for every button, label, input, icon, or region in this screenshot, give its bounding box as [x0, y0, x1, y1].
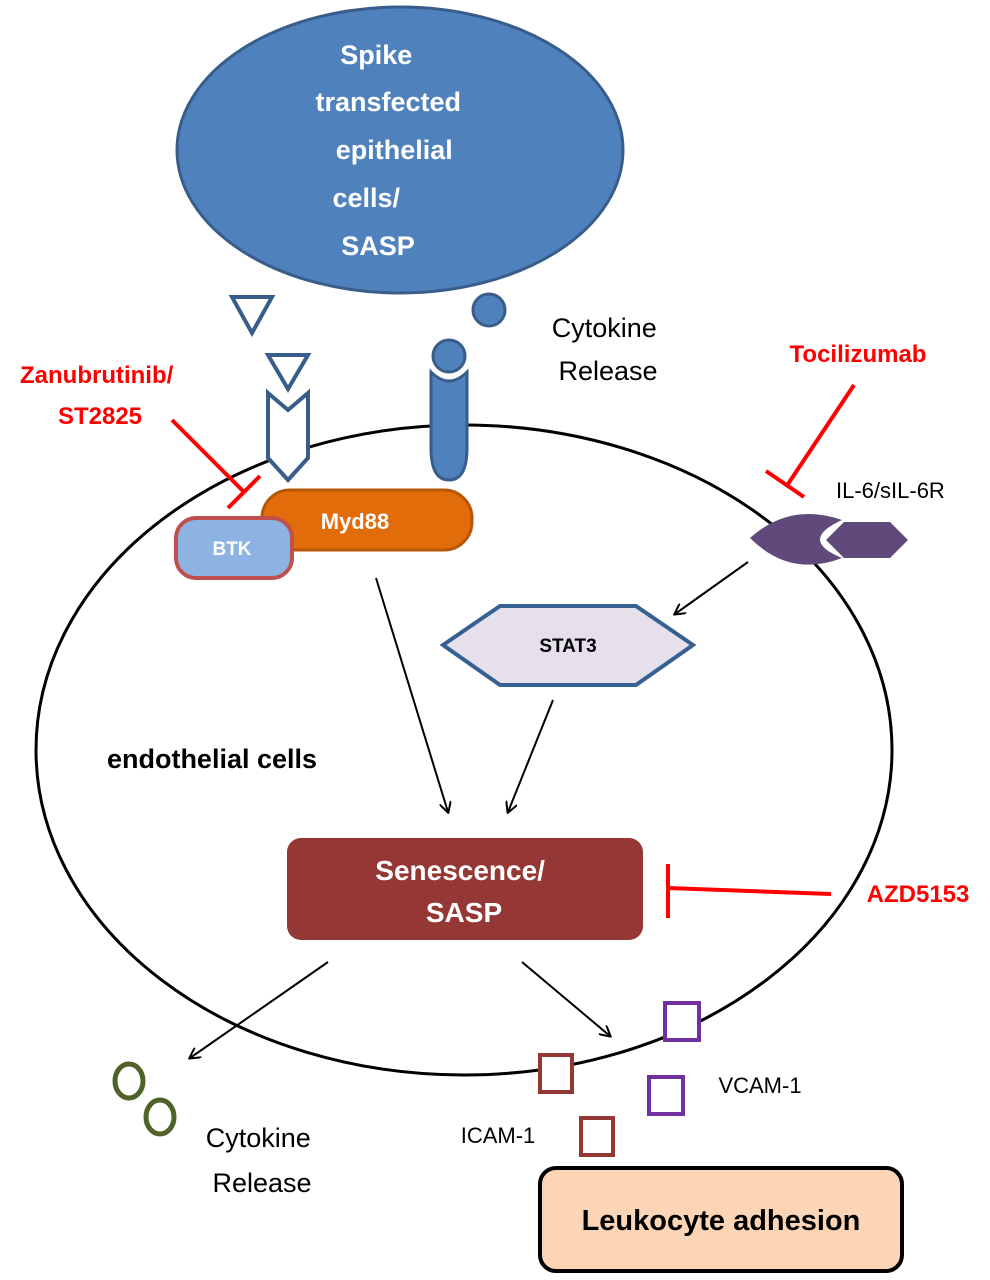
senescence-line: SASP [426, 897, 502, 928]
senescence-label: Senescence/ SASP [375, 855, 552, 928]
cytokine-release-top: Cytokine Release [552, 313, 665, 386]
myd88-label: Myd88 [321, 509, 389, 534]
icam-square-icon [579, 1116, 615, 1157]
cytokine-ball-icon [471, 292, 507, 328]
cytokine-circle-icon [143, 1097, 177, 1137]
senescence-line: Senescence/ [375, 855, 545, 886]
azd5153-inhibition-line [667, 886, 832, 896]
zanubrutinib-label: Zanubrutinib/ ST2825 [20, 362, 180, 430]
cytokine-release-line: Cytokine [206, 1123, 311, 1153]
ligand-triangle-icon [264, 353, 312, 393]
zanubrutinib-inhibition-line [170, 418, 246, 494]
epithelial-line: Spike [340, 40, 412, 70]
zanubrutinib-line: ST2825 [58, 403, 142, 430]
senescence-box [287, 838, 643, 940]
cytokine-ball-icon [431, 338, 467, 374]
tlr-receptor-icon [266, 388, 310, 483]
cytokine-receptor-icon [429, 368, 469, 482]
arrow-il6-to-stat3 [675, 561, 749, 614]
epithelial-line: epithelial [336, 135, 453, 165]
cytokine-circle-icon [112, 1061, 146, 1101]
epithelial-line: transfected [315, 87, 461, 117]
tocilizumab-label: Tocilizumab [790, 341, 927, 368]
btk-box [174, 516, 294, 580]
endothelial-cells-label: endothelial cells [107, 744, 317, 774]
vcam-square-icon [663, 1001, 701, 1042]
cytokine-release-line: Cytokine [552, 313, 657, 343]
leukocyte-adhesion-box [538, 1166, 904, 1273]
vcam-label: VCAM-1 [718, 1073, 801, 1098]
il6-label: IL-6/sIL-6R [836, 478, 945, 503]
stat3-hexagon [439, 604, 697, 687]
cytokine-release-line: Release [212, 1168, 311, 1198]
il6-receptor-icon [750, 514, 842, 565]
stat3-label: STAT3 [539, 636, 596, 657]
zanubrutinib-inhibition-bar [226, 474, 262, 510]
tocilizumab-inhibition-bar [764, 469, 806, 499]
cytokine-release-line: Release [558, 356, 657, 386]
epithelial-line: SASP [341, 231, 415, 261]
vcam-square-icon [647, 1075, 685, 1116]
zanubrutinib-line: Zanubrutinib/ [20, 362, 174, 389]
epithelial-cell-label: Spike transfected epithelial cells/ SASP [315, 40, 468, 261]
il6-ligand-icon [826, 522, 908, 558]
epithelial-cell [175, 5, 625, 295]
epithelial-line: cells/ [332, 183, 400, 213]
icam-square-icon [538, 1053, 574, 1094]
cytokine-release-bottom: Cytokine Release [206, 1123, 319, 1198]
btk-label: BTK [212, 539, 251, 560]
arrow-senescence-to-cytokine [190, 961, 329, 1058]
ligand-triangle-icon [228, 295, 276, 338]
leukocyte-adhesion-label: Leukocyte adhesion [582, 1205, 861, 1237]
azd5153-label: AZD5153 [867, 881, 970, 908]
icam-label: ICAM-1 [461, 1123, 536, 1148]
arrow-stat3-to-senescence [508, 699, 554, 812]
arrow-senescence-to-adhesion [521, 961, 610, 1036]
arrow-myd88-to-senescence [375, 577, 448, 812]
tocilizumab-inhibition-line [784, 383, 856, 489]
